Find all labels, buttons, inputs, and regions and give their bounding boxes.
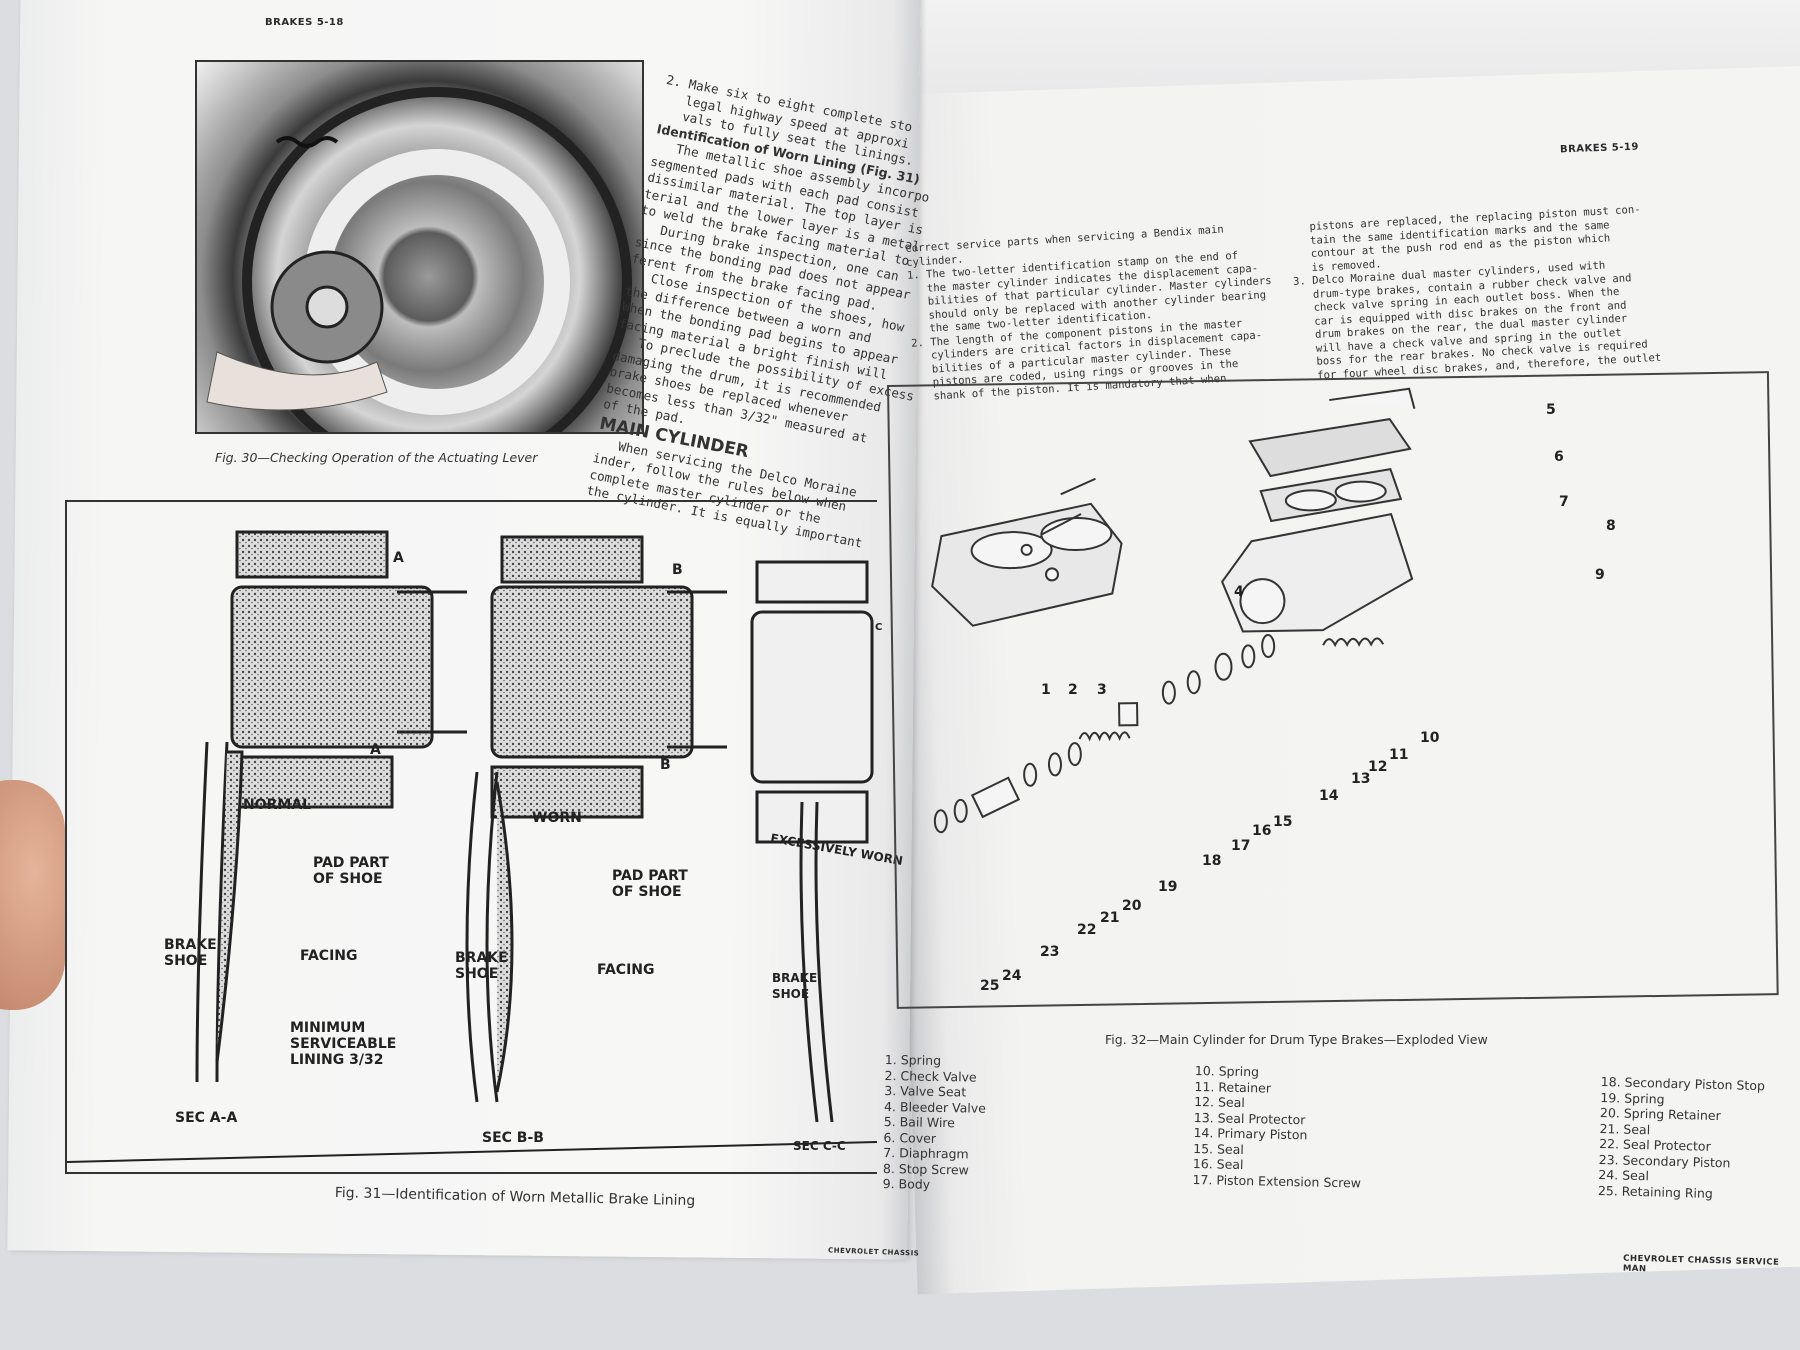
part-callout: 18: [1202, 853, 1222, 869]
part-callout: 19: [1158, 879, 1178, 895]
part-callout: 5: [1546, 402, 1556, 418]
part-callout: 21: [1100, 910, 1120, 926]
legend-item: 3. Valve Seat: [884, 1082, 967, 1100]
normal-pad-drawing: [230, 530, 434, 809]
right-column-1-text: correct service parts when servicing a B…: [905, 221, 1278, 405]
part-callout: 15: [1273, 814, 1293, 830]
facing-label: FACING: [597, 962, 655, 978]
part-callout: 10: [1420, 730, 1440, 746]
state-label-normal: NORMAL: [243, 797, 312, 813]
thumb: [0, 780, 65, 1010]
part-callout: 22: [1077, 922, 1097, 938]
master-cylinder-exploded-drawing: [931, 387, 1416, 834]
section-arrow-label: A: [393, 550, 404, 566]
pad-part-label: PAD PART OF SHOE: [612, 868, 688, 900]
fig30-photo: [195, 60, 644, 477]
part-callout: 23: [1040, 944, 1060, 960]
right-page-footer: CHEVROLET CHASSIS SERVICE MAN: [1622, 1253, 1780, 1275]
legend-item: 1. Spring: [884, 1052, 942, 1068]
fig32-caption: Fig. 32—Main Cylinder for Drum Type Brak…: [1105, 1032, 1488, 1047]
section-arrow-label: B: [660, 757, 671, 773]
part-callout: 7: [1559, 494, 1569, 510]
part-callout: 1: [1041, 682, 1051, 698]
section-label-b: SEC B-B: [482, 1130, 544, 1146]
part-callout: 3: [1097, 682, 1107, 698]
legend-column-1: 1. Spring 2. Check Valve 3. Valve Seat 4…: [883, 1052, 987, 1193]
legend-item: 6. Cover: [883, 1129, 937, 1146]
part-callout: 14: [1319, 788, 1339, 804]
minimum-lining-label: MINIMUM SERVICEABLE LINING 3/32: [290, 1020, 397, 1068]
part-callout: 16: [1252, 823, 1272, 839]
part-callout: 11: [1389, 747, 1409, 763]
brake-shoe-label: BRAKE SHOE: [455, 950, 508, 982]
legend-item: 2. Check Valve: [884, 1067, 977, 1085]
part-callout: 9: [1595, 567, 1605, 583]
part-callout: 4: [1234, 584, 1244, 600]
part-callout: 17: [1231, 838, 1251, 854]
right-column-2-text: pistons are replaced, the replacing pist…: [1290, 203, 1662, 384]
legend-column-2: 10. Spring 11. Retainer 12. Seal 13. Sea…: [1192, 1063, 1363, 1191]
section-arrow-label: C: [875, 622, 883, 633]
left-page-header: BRAKES 5-18: [265, 17, 344, 28]
legend-item: 4. Bleeder Valve: [883, 1098, 987, 1116]
worn-pad-drawing: [490, 535, 694, 819]
brake-shoe-label: BRAKE SHOE: [164, 937, 217, 969]
legend-item: 5. Bail Wire: [883, 1113, 956, 1131]
brake-drum-photo-icon: [206, 87, 632, 477]
part-callout: 13: [1351, 771, 1371, 787]
part-callout: 8: [1606, 518, 1616, 534]
legend-item: 8. Stop Screw: [882, 1160, 969, 1177]
part-callout: 2: [1068, 682, 1078, 698]
section-label-a: SEC A-A: [175, 1110, 238, 1126]
fig30-caption: Fig. 30—Checking Operation of the Actuat…: [215, 450, 538, 465]
part-callout: 6: [1554, 449, 1564, 465]
part-callout: 20: [1122, 898, 1142, 914]
part-callout: 12: [1368, 759, 1388, 775]
legend-column-3: 18. Secondary Piston Stop 19. Spring 20.…: [1598, 1074, 1765, 1202]
state-label-worn: WORN: [532, 810, 582, 826]
excessively-worn-pad-drawing: [750, 560, 874, 844]
section-label-c: SEC C-C: [793, 1139, 846, 1153]
legend-item: 9. Body: [882, 1175, 931, 1192]
fig32-frame: [887, 371, 1779, 1009]
section-arrow-label: A: [370, 742, 381, 758]
legend-item: 7. Diaphragm: [883, 1144, 969, 1162]
pad-part-label: PAD PART OF SHOE: [313, 855, 389, 887]
part-callout: 24: [1002, 968, 1022, 984]
fig31-illustration: [66, 530, 878, 1163]
brake-shoe-label: BRAKE SHOE: [772, 971, 818, 1001]
facing-label: FACING: [300, 948, 358, 964]
part-callout: 25: [980, 978, 1000, 994]
fig31-frame: [65, 500, 878, 1174]
section-arrow-label: B: [672, 562, 683, 578]
